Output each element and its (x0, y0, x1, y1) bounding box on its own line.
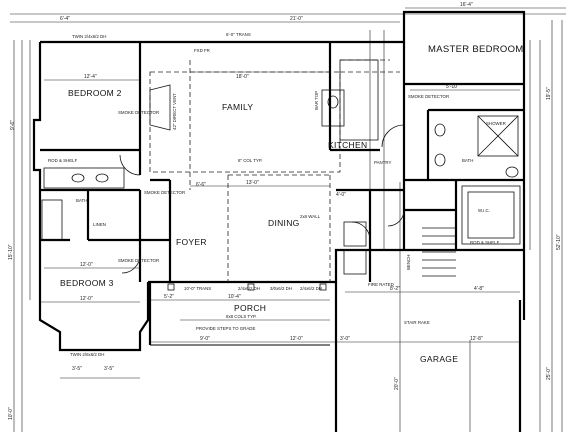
note-smoke-2: SMOKE DETECTOR (144, 190, 185, 195)
dim-label: 9'-0" (200, 336, 210, 342)
dim-label: 12'-8" (470, 336, 483, 342)
stairs (422, 227, 456, 277)
note-trans-porch: 10'-0" TRANS (184, 286, 211, 291)
dim-label: 8'-2" (390, 286, 400, 292)
dim-label: 6'-6" (196, 182, 206, 188)
room-bedroom-3: BEDROOM 3 (60, 278, 114, 288)
ceiling-lines (149, 59, 400, 282)
note-fire-rated: FIRE RATED (368, 282, 394, 287)
room-bath-master: BATH (462, 158, 473, 163)
room-dining: DINING (268, 218, 300, 228)
note-smoke-4: SMOKE DETECTOR (408, 94, 449, 99)
dim-label: 6'-4" (60, 16, 70, 22)
dimension-labels: 6'-4" 21'-0" 16'-4" 12'-4" 18'-0" 13'-0"… (8, 2, 562, 420)
dim-label: 52'-10" (556, 234, 562, 250)
dim-label: 21'-0" (290, 16, 303, 22)
dim-label: 3'-5" (72, 366, 82, 372)
note-col-typ: 8" COL TYP. (238, 158, 262, 163)
dim-label: 5'-10" (446, 84, 459, 90)
note-dh-porch-2: 3/0x6/2 DH (270, 286, 292, 291)
room-linen: LINEN (93, 222, 106, 227)
note-smoke-3: SMOKE DETECTOR (118, 258, 159, 263)
note-steps: PROVIDE STEPS TO GRADE (196, 326, 255, 331)
room-bedroom-2: BEDROOM 2 (68, 88, 122, 98)
fixtures (41, 59, 521, 291)
dim-label: 3'-0" (340, 336, 350, 342)
dim-label: 4'-8" (474, 286, 484, 292)
dim-label: 13'-0" (246, 180, 259, 186)
dim-label: 4'-0" (336, 192, 346, 198)
note-bar-top: BAR TOP (314, 91, 319, 110)
dim-label: 10'-4" (228, 294, 241, 300)
dim-label: 25'-0" (546, 367, 552, 380)
note-smoke-1: SMOKE DETECTOR (118, 110, 159, 115)
note-wall-2x6: 2x6 WALL (300, 214, 321, 219)
note-dh-porch: 2/4x6/2 DH (238, 286, 260, 291)
room-bath-left: BATH (76, 198, 87, 203)
room-porch: PORCH (234, 303, 266, 313)
dim-label: 5'-2" (164, 294, 174, 300)
dim-label: 10'-0" (8, 407, 14, 420)
dim-label: 18'-0" (236, 74, 249, 80)
room-foyer: FOYER (176, 237, 207, 247)
dim-label: 16'-4" (460, 2, 473, 8)
note-twin-top: TWIN 2/4x6/2 DH (72, 34, 106, 39)
dim-label: 15'-10" (8, 244, 14, 260)
room-master-bedroom: MASTER BEDROOM (428, 44, 524, 55)
note-direct-vent: 42" DIRECT VENT (172, 93, 177, 130)
room-labels: MASTER BEDROOM BEDROOM 2 BEDROOM 3 FAMIL… (60, 44, 524, 364)
dim-label: 12'-0" (80, 262, 93, 268)
interior-walls (40, 42, 524, 282)
dim-label: 12'-4" (84, 74, 97, 80)
exterior-walls (32, 10, 526, 432)
room-shower: SHOWER (486, 121, 506, 126)
note-cols: 8x8 COLS TYP. (226, 314, 257, 319)
note-twin-bottom: TWIN 2/6x6/2 DH (70, 352, 104, 357)
note-rod-shelf-2: ROD & SHELF (470, 240, 500, 245)
dim-label: 20'-0" (394, 377, 400, 390)
dim-label: 9'-6" (10, 120, 16, 130)
room-bench: BENCH (406, 255, 411, 270)
room-family: FAMILY (222, 102, 253, 112)
room-kitchen: KITCHEN (328, 140, 367, 150)
room-garage: GARAGE (420, 354, 458, 364)
plan-notes: TWIN 2/4x6/2 DH TWIN 2/6x6/2 DH 6'-0" TR… (48, 32, 500, 357)
room-wic: W.I.C. (478, 208, 490, 213)
note-rod-shelf: ROD & SHELF (48, 158, 78, 163)
note-dh-porch-3: 2/4x6/2 DH (300, 286, 322, 291)
note-fxd-fr: FXD FR (194, 48, 210, 53)
room-pantry: PANTRY (374, 160, 391, 165)
dim-label: 19'-5" (546, 87, 552, 100)
dim-label: 12'-0" (80, 296, 93, 302)
note-stair-rake: STAIR RAKE (404, 320, 430, 325)
dim-label: 3'-5" (104, 366, 114, 372)
dim-label: 12'-0" (290, 336, 303, 342)
note-trans-top: 6'-0" TRANS (226, 32, 251, 37)
